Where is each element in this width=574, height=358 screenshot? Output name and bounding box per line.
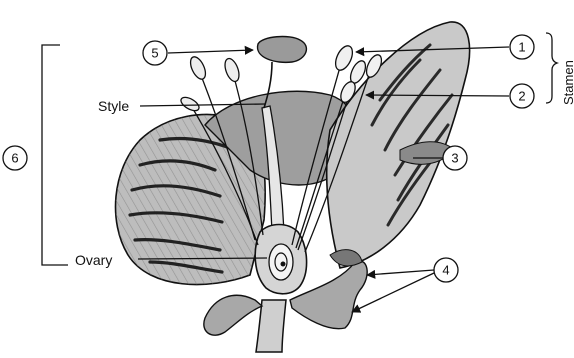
marker-3-text: 3: [451, 151, 458, 166]
marker-5-text: 5: [151, 46, 158, 61]
ovule: [269, 244, 293, 280]
style-label: Style: [98, 98, 129, 114]
stalk: [256, 300, 286, 352]
marker-2-text: 2: [518, 89, 525, 104]
marker-4-text: 4: [442, 263, 449, 278]
stamen-label: Stamen: [561, 60, 574, 105]
marker-1-text: 1: [518, 40, 525, 55]
sepal-left: [204, 295, 262, 335]
marker-6-text: 6: [11, 151, 18, 166]
stigma: [258, 37, 307, 63]
anther: [332, 43, 356, 72]
ovary-label: Ovary: [75, 252, 112, 268]
flower-illustration: [116, 22, 470, 352]
